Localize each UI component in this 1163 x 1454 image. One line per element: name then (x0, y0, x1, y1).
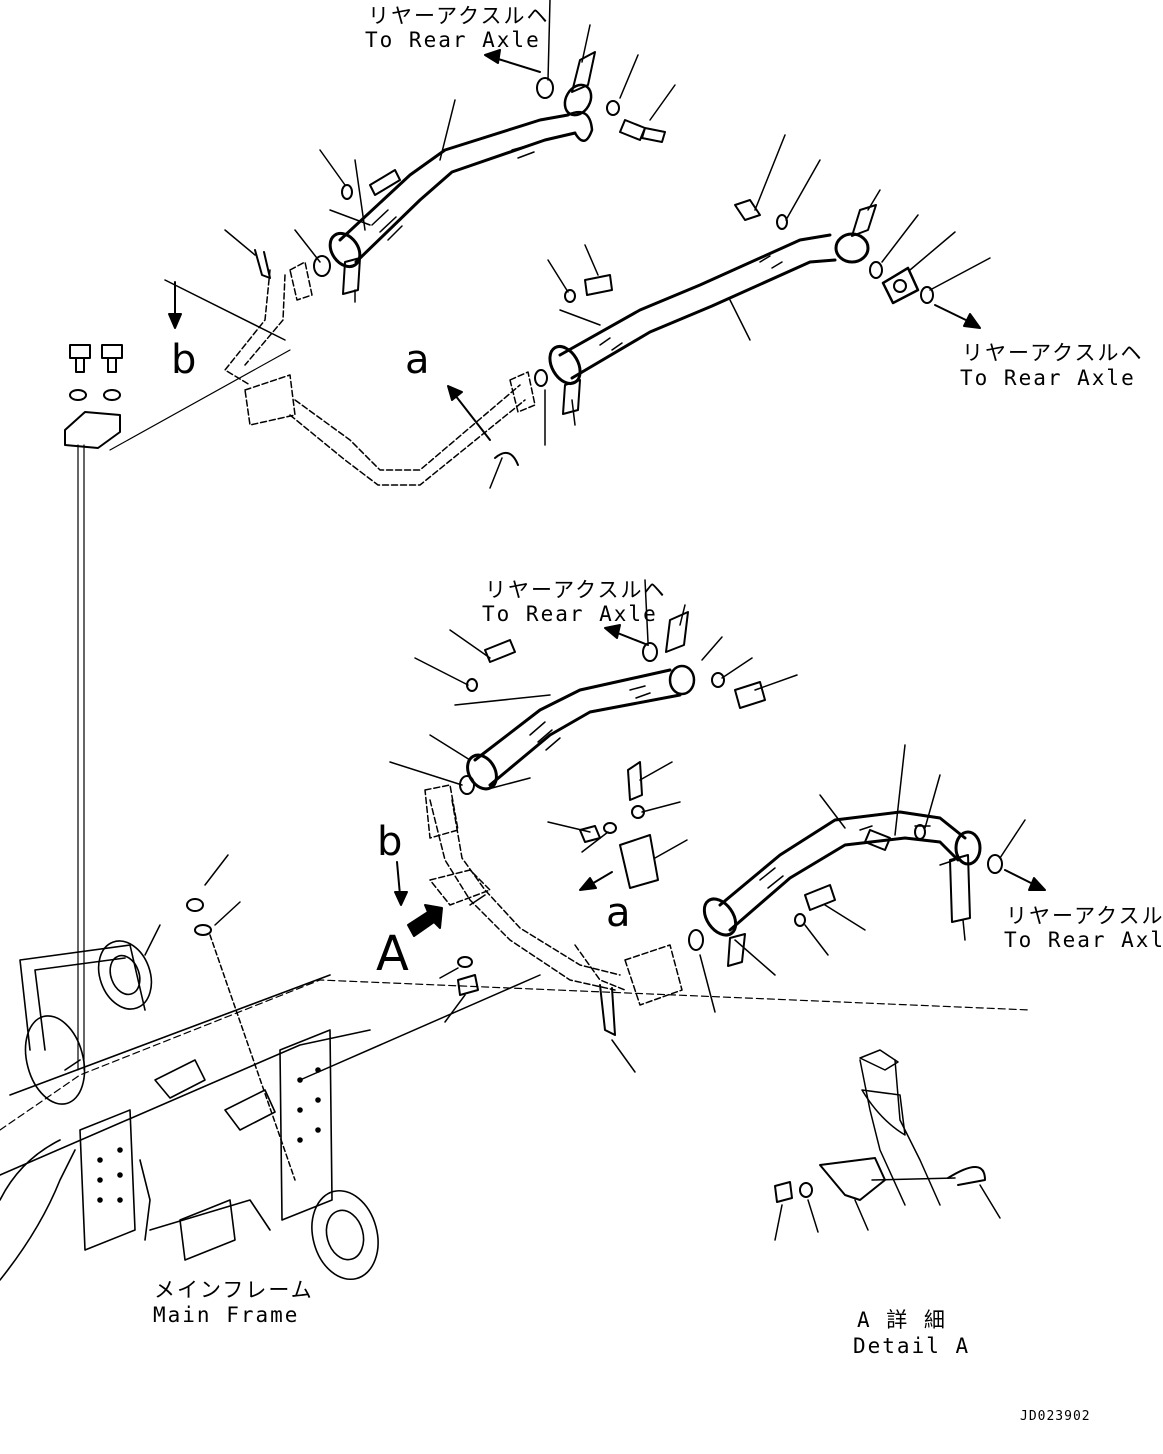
upper-arrows (168, 49, 981, 441)
upper-leader-lines (164, 0, 991, 489)
rear-axle-label-en-middle: To Rear Axle (482, 602, 658, 626)
left-bolts-bracket (64, 344, 291, 1071)
rear-axle-label-en-lower: To Rear Axle (1004, 928, 1163, 952)
rear-axle-label-jp-middle: リヤーアクスルヘ (485, 578, 667, 602)
main-frame-drawing (0, 924, 1031, 1281)
view-marker-A: A (376, 926, 409, 982)
drawing-code: JD023902 (1020, 1409, 1091, 1424)
detail-a-label-jp: A 詳 細 (857, 1308, 947, 1332)
lower-dashed-tube (424, 784, 683, 1006)
detail-a-label-en: Detail A (853, 1334, 971, 1358)
main-frame-label-en: Main Frame (153, 1303, 300, 1327)
upper-hose-right (548, 232, 934, 385)
lower-hose-top (466, 611, 696, 791)
main-frame-label-jp: メインフレーム (154, 1278, 314, 1302)
rear-axle-label-jp-right: リヤーアクスルヘ (962, 341, 1144, 365)
lower-hose-right (688, 810, 1003, 967)
view-marker-a-upper: a (405, 337, 430, 383)
rear-axle-label-jp-lower: リヤーアクスルヘ (1006, 904, 1163, 928)
rear-axle-label-en-right: To Rear Axle (960, 366, 1136, 390)
detail-a-drawing (774, 1049, 1001, 1241)
lower-arrows (394, 624, 1046, 937)
view-marker-b-lower: b (377, 819, 403, 865)
upper-small-parts (254, 51, 877, 466)
upper-dashed-tube (224, 261, 536, 486)
rear-axle-label-en-top: To Rear Axle (365, 28, 541, 52)
lower-leader-lines (204, 579, 1026, 1181)
view-marker-b-upper: b (171, 337, 197, 383)
lower-small-parts (186, 639, 926, 1036)
view-marker-a-lower: a (606, 890, 631, 936)
upper-hose-left (328, 83, 594, 269)
rear-axle-label-jp-top: リヤーアクスルヘ (368, 4, 550, 28)
